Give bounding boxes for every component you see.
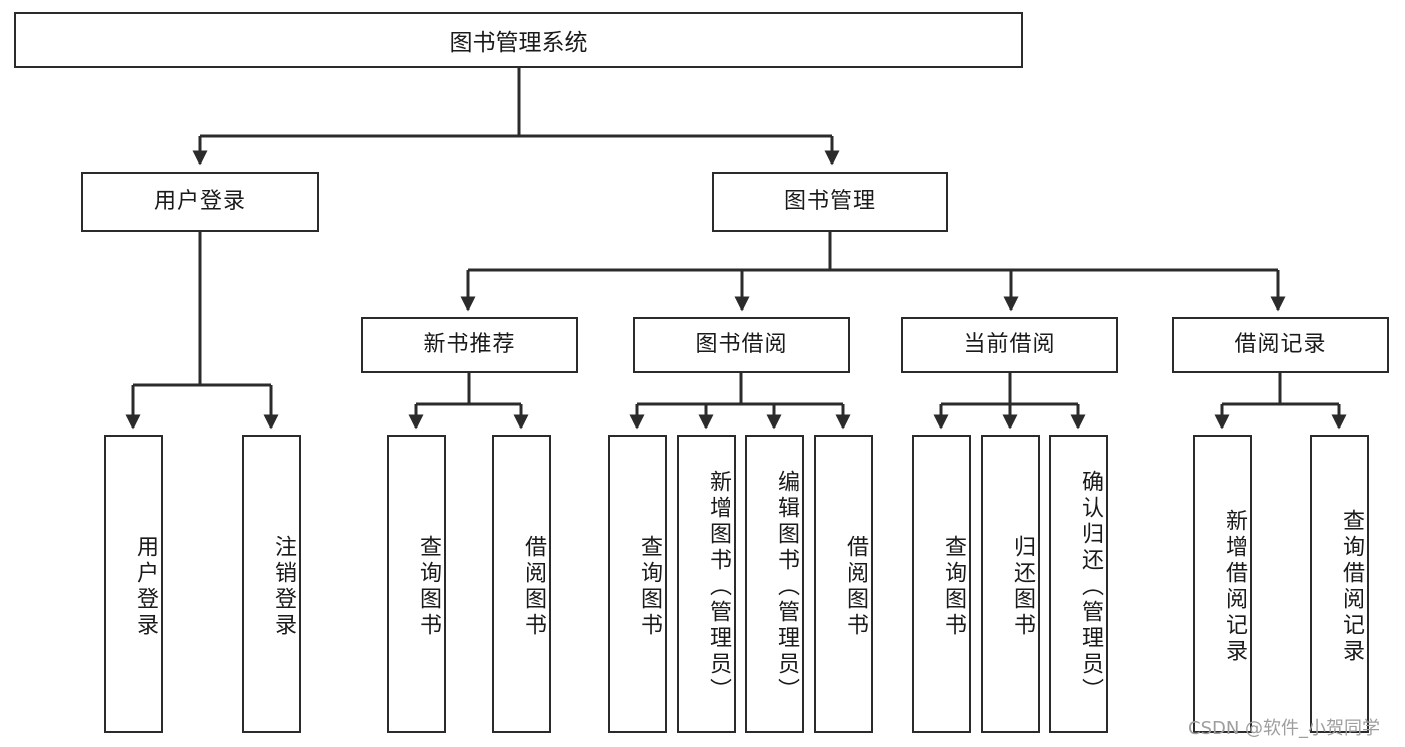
- leaf-borrow-record-query[interactable]: 查询借阅记录: [1310, 435, 1369, 733]
- node-label: 查询图书: [416, 535, 441, 639]
- node-label: 新书推荐: [423, 331, 516, 357]
- leaf-book-borrow-borrow[interactable]: 借阅图书: [814, 435, 873, 733]
- watermark: CSDN @软件_小贺同学: [1188, 718, 1381, 739]
- leaf-book-borrow-edit[interactable]: 编辑图书（管理员）: [745, 435, 804, 733]
- node-label: 借阅记录: [1234, 331, 1327, 357]
- leaf-book-borrow-add[interactable]: 新增图书（管理员）: [677, 435, 736, 733]
- node-user-login[interactable]: 用户登录: [81, 172, 319, 232]
- node-label: 用户登录: [153, 188, 246, 214]
- leaf-user-login-logout[interactable]: 注销登录: [242, 435, 301, 733]
- node-book-management[interactable]: 图书管理: [712, 172, 948, 232]
- node-label: 图书管理系统: [449, 30, 588, 56]
- leaf-current-borrow-confirm-return[interactable]: 确认归还（管理员）: [1049, 435, 1108, 733]
- leaf-current-borrow-return[interactable]: 归还图书: [981, 435, 1040, 733]
- leaf-book-borrow-query[interactable]: 查询图书: [608, 435, 667, 733]
- node-label: 借阅图书: [843, 535, 868, 639]
- node-borrow-record[interactable]: 借阅记录: [1172, 317, 1389, 373]
- leaf-new-book-borrow[interactable]: 借阅图书: [492, 435, 551, 733]
- node-label: 借阅图书: [521, 535, 546, 639]
- leaf-user-login-login[interactable]: 用户登录: [104, 435, 163, 733]
- node-root-system[interactable]: 图书管理系统: [14, 12, 1023, 68]
- leaf-borrow-record-add[interactable]: 新增借阅记录: [1193, 435, 1252, 733]
- node-label: 确认归还（管理员）: [1078, 470, 1103, 704]
- leaf-current-borrow-query[interactable]: 查询图书: [912, 435, 971, 733]
- node-label: 图书管理: [783, 188, 876, 214]
- node-label: 用户登录: [133, 535, 158, 639]
- leaf-new-book-query[interactable]: 查询图书: [387, 435, 446, 733]
- node-label: 查询借阅记录: [1339, 509, 1364, 665]
- node-label: 归还图书: [1010, 535, 1035, 639]
- node-book-borrow[interactable]: 图书借阅: [633, 317, 850, 373]
- node-label: 新增图书（管理员）: [706, 470, 731, 704]
- node-label: 当前借阅: [963, 331, 1056, 357]
- node-label: 查询图书: [941, 535, 966, 639]
- node-new-book-recommend[interactable]: 新书推荐: [361, 317, 578, 373]
- node-label: 图书借阅: [695, 331, 788, 357]
- node-label: 编辑图书（管理员）: [774, 470, 799, 704]
- node-label: 新增借阅记录: [1222, 509, 1247, 665]
- node-label: 查询图书: [637, 535, 662, 639]
- node-label: 注销登录: [271, 535, 296, 639]
- node-current-borrow[interactable]: 当前借阅: [901, 317, 1118, 373]
